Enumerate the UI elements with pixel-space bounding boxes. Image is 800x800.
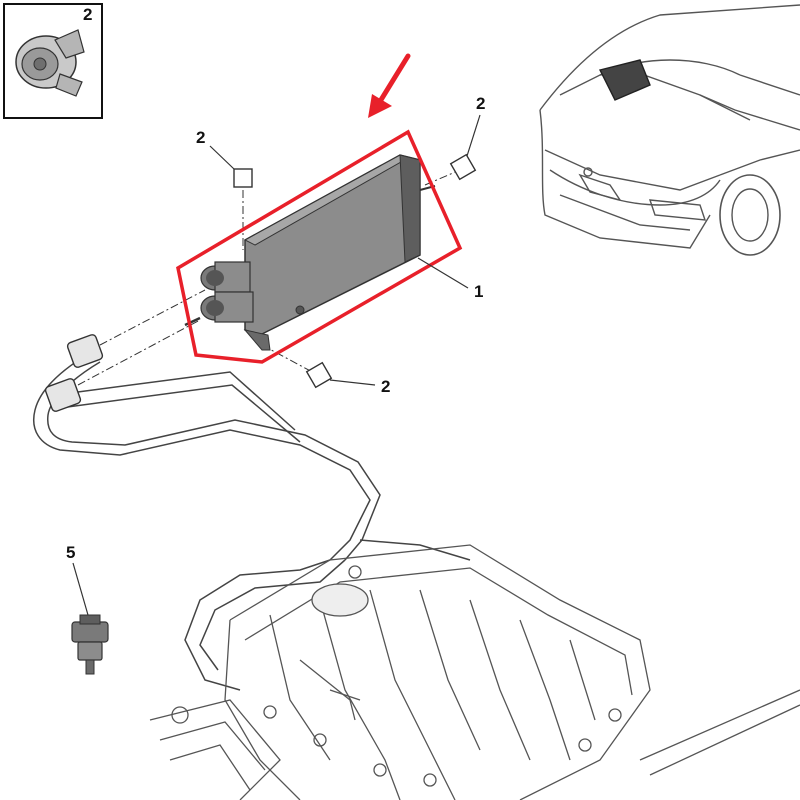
clip-marker-bottom <box>305 361 376 389</box>
callout-2-inset: 2 <box>83 5 92 24</box>
callout-5: 5 <box>66 543 75 562</box>
vapor-hoses <box>33 349 471 691</box>
evap-canister <box>184 154 436 351</box>
callout-1: 1 <box>474 282 483 301</box>
leader-1 <box>417 257 469 289</box>
callout-2-bottom: 2 <box>381 377 390 396</box>
leader-5 <box>72 562 89 616</box>
highlight-frame <box>176 129 463 364</box>
callout-2-right: 2 <box>476 94 485 113</box>
clip-marker-right <box>449 114 481 181</box>
callout-2-top: 2 <box>196 128 205 147</box>
highlight-arrow-icon <box>368 53 411 118</box>
canister-port-upper <box>200 261 251 293</box>
clip-detail-icon <box>15 29 85 97</box>
hose-connector-top <box>66 334 104 368</box>
clip-marker-top <box>209 145 253 188</box>
vehicle-location-illustration <box>539 4 800 256</box>
hose-connector-bottom <box>44 378 82 412</box>
purge-valve <box>71 614 109 675</box>
canister-port-lower <box>184 291 254 327</box>
engine-illustration <box>149 544 800 800</box>
inset-detail-box: 2 <box>3 3 103 119</box>
